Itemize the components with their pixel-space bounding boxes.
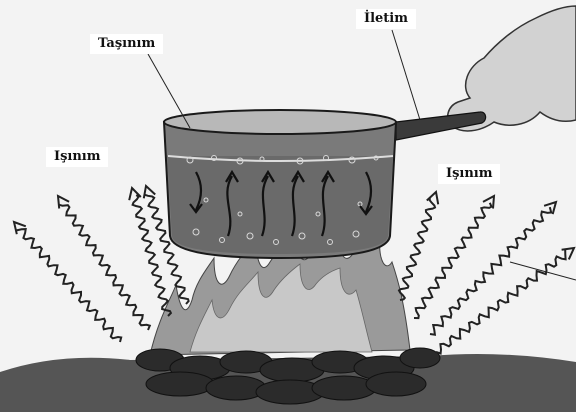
pot-rim (164, 110, 396, 134)
label-radiation-right: Işınım (438, 164, 500, 184)
label-radiation-left: Işınım (46, 147, 108, 167)
radiation-arrowhead (14, 222, 26, 234)
hand (448, 6, 576, 131)
coals (136, 348, 440, 404)
label-convection: Taşınım (90, 34, 163, 54)
radiation-arrowhead (129, 188, 141, 200)
radiation-arrowhead (562, 248, 574, 259)
radiation-arrowhead (58, 196, 69, 209)
radiation-wave (59, 205, 150, 330)
radiation-wave (17, 229, 122, 342)
radiation-wave (133, 195, 171, 316)
label-conduction: İletim (356, 9, 416, 29)
radiation-wave (399, 198, 435, 300)
pot (164, 110, 396, 258)
radiation-wave (430, 207, 551, 335)
